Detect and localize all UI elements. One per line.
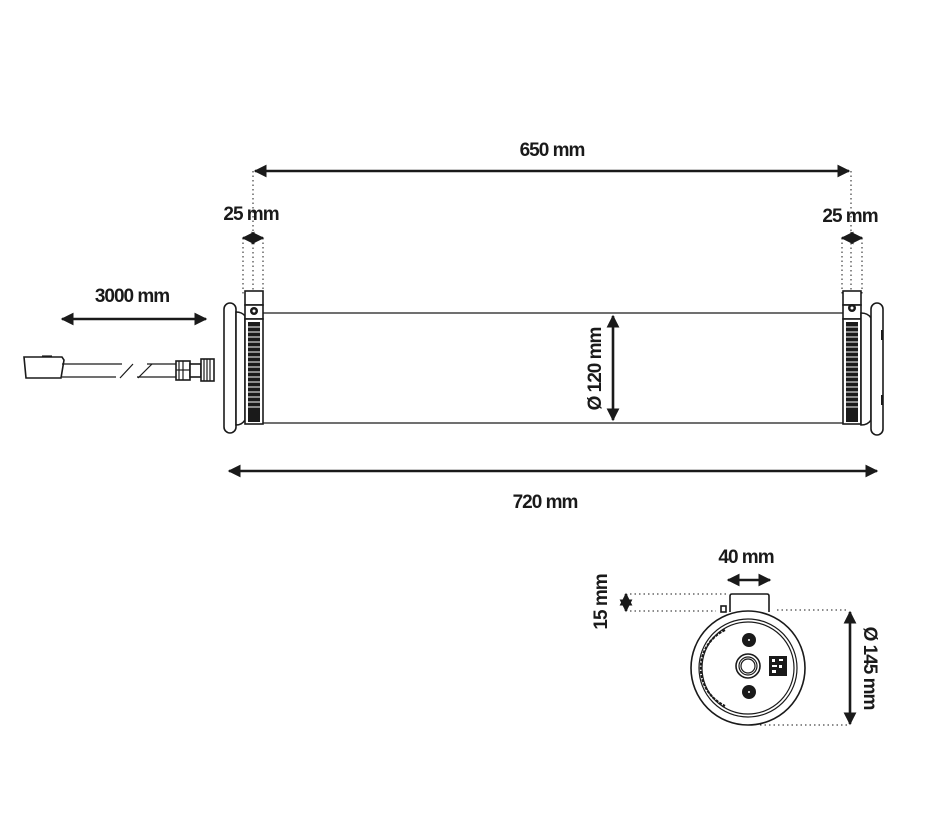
end-cap-face (690, 610, 806, 726)
end-view: 40 mm 15 mm (591, 547, 880, 726)
cable-length-dimension: 3000 mm (60, 286, 208, 326)
overall-length-dimension: 720 mm (227, 464, 879, 513)
bracket-width-label: 40 mm (718, 547, 773, 568)
power-cable (62, 363, 176, 379)
mount-spacing-label: 650 mm (520, 140, 585, 161)
power-plug (23, 355, 65, 379)
overall-length-label: 720 mm (513, 492, 578, 513)
cable-connector (175, 358, 215, 382)
right-end-cap (860, 302, 884, 436)
clamp-left-width-dimension: 25 mm (223, 204, 280, 295)
right-mounting-clamp (842, 290, 862, 425)
tube-diameter-dimension: Ø 120 mm (585, 314, 620, 422)
bracket-width-dimension: 40 mm (718, 547, 775, 587)
label-plate-icon (769, 656, 787, 676)
tube-diameter-label: Ø 120 mm (585, 327, 606, 410)
bracket-height-dimension: 15 mm (591, 574, 726, 630)
left-end-cap (223, 302, 246, 434)
clamp-right-width-dimension: 25 mm (822, 206, 879, 295)
mounting-bracket (720, 593, 770, 613)
clamp-right-width-label: 25 mm (822, 206, 877, 227)
clamp-left-width-label: 25 mm (223, 204, 278, 225)
bracket-height-label: 15 mm (591, 574, 612, 629)
side-view: 650 mm 25 mm 25 mm 3000 mm (23, 140, 884, 513)
tube-body (262, 312, 846, 424)
left-mounting-clamp (244, 290, 264, 425)
mount-spacing-dimension: 650 mm (252, 140, 852, 295)
cap-diameter-label: Ø 145 mm (859, 627, 880, 710)
cable-length-label: 3000 mm (95, 286, 169, 307)
cap-diameter-dimension: Ø 145 mm (760, 609, 880, 726)
